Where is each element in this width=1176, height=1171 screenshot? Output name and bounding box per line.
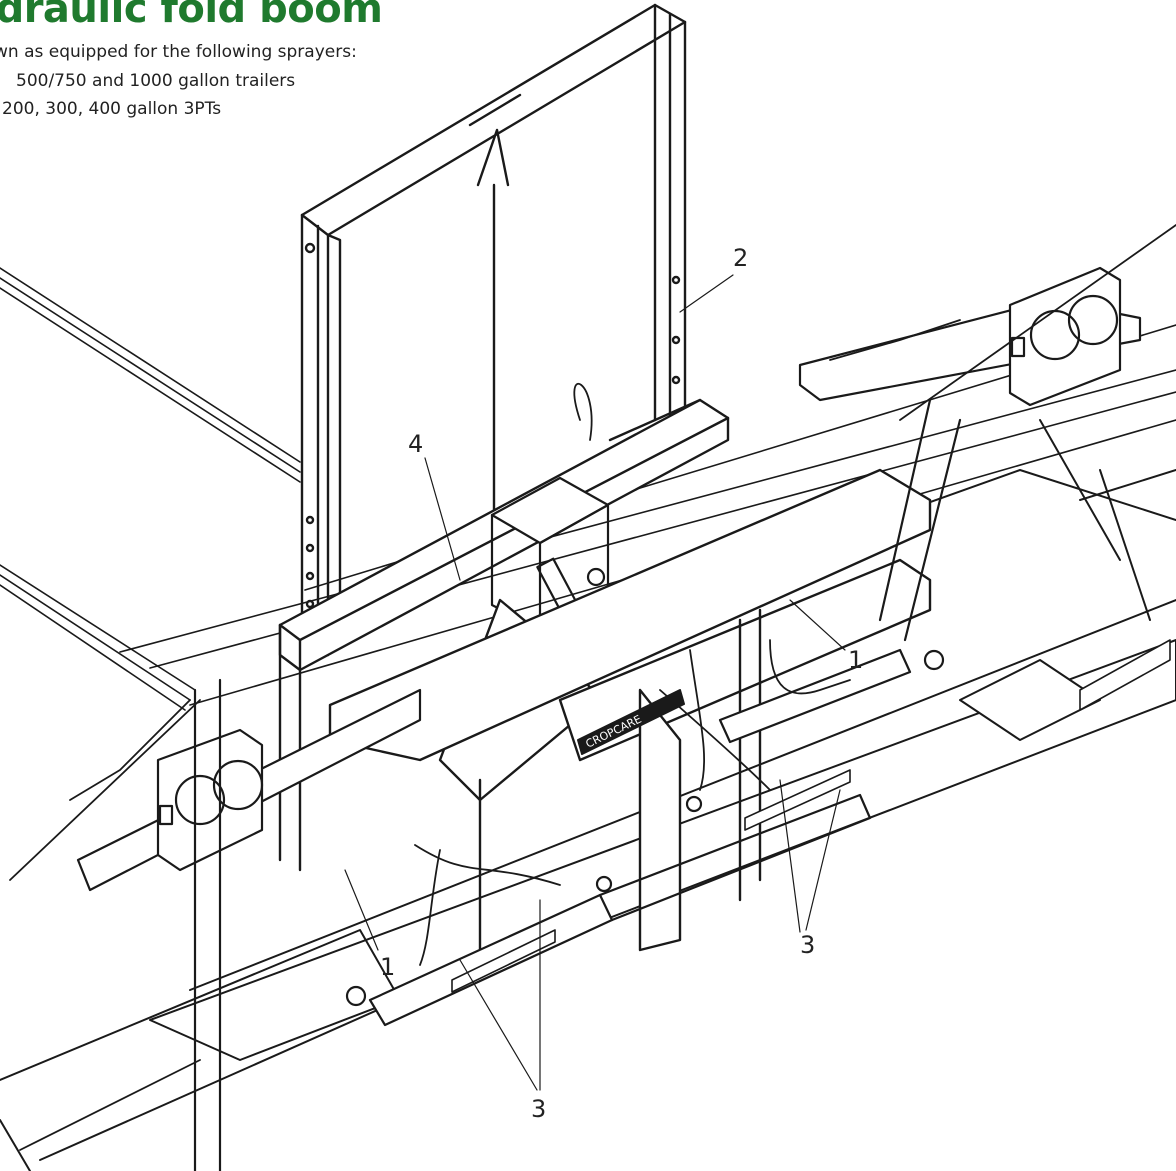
callout-number: 1 <box>380 953 395 981</box>
diagram-title: ydraulic fold boom <box>0 0 383 32</box>
sprayer-item: 200, 300, 400 gallon 3PTs <box>2 99 222 119</box>
vertical-frame <box>300 3 687 657</box>
callout-number: 3 <box>531 1095 546 1123</box>
intro-text: wn as equipped for the following sprayer… <box>0 42 357 62</box>
hydraulic-cylinders <box>345 648 945 1027</box>
left-light-assembly <box>76 678 422 1171</box>
hydraulic-hoses <box>414 383 851 966</box>
callout-number: 2 <box>733 244 748 272</box>
callout-number: 3 <box>800 931 815 959</box>
right-light-assembly <box>798 266 1142 642</box>
callout-number: 1 <box>848 646 863 674</box>
sprayer-item: 500/750 and 1000 gallon trailers <box>16 71 296 91</box>
callout-leaders <box>344 274 846 1091</box>
callout-number: 4 <box>408 430 423 458</box>
decal-plates <box>451 639 1171 993</box>
turnbuckles <box>9 224 1176 1151</box>
